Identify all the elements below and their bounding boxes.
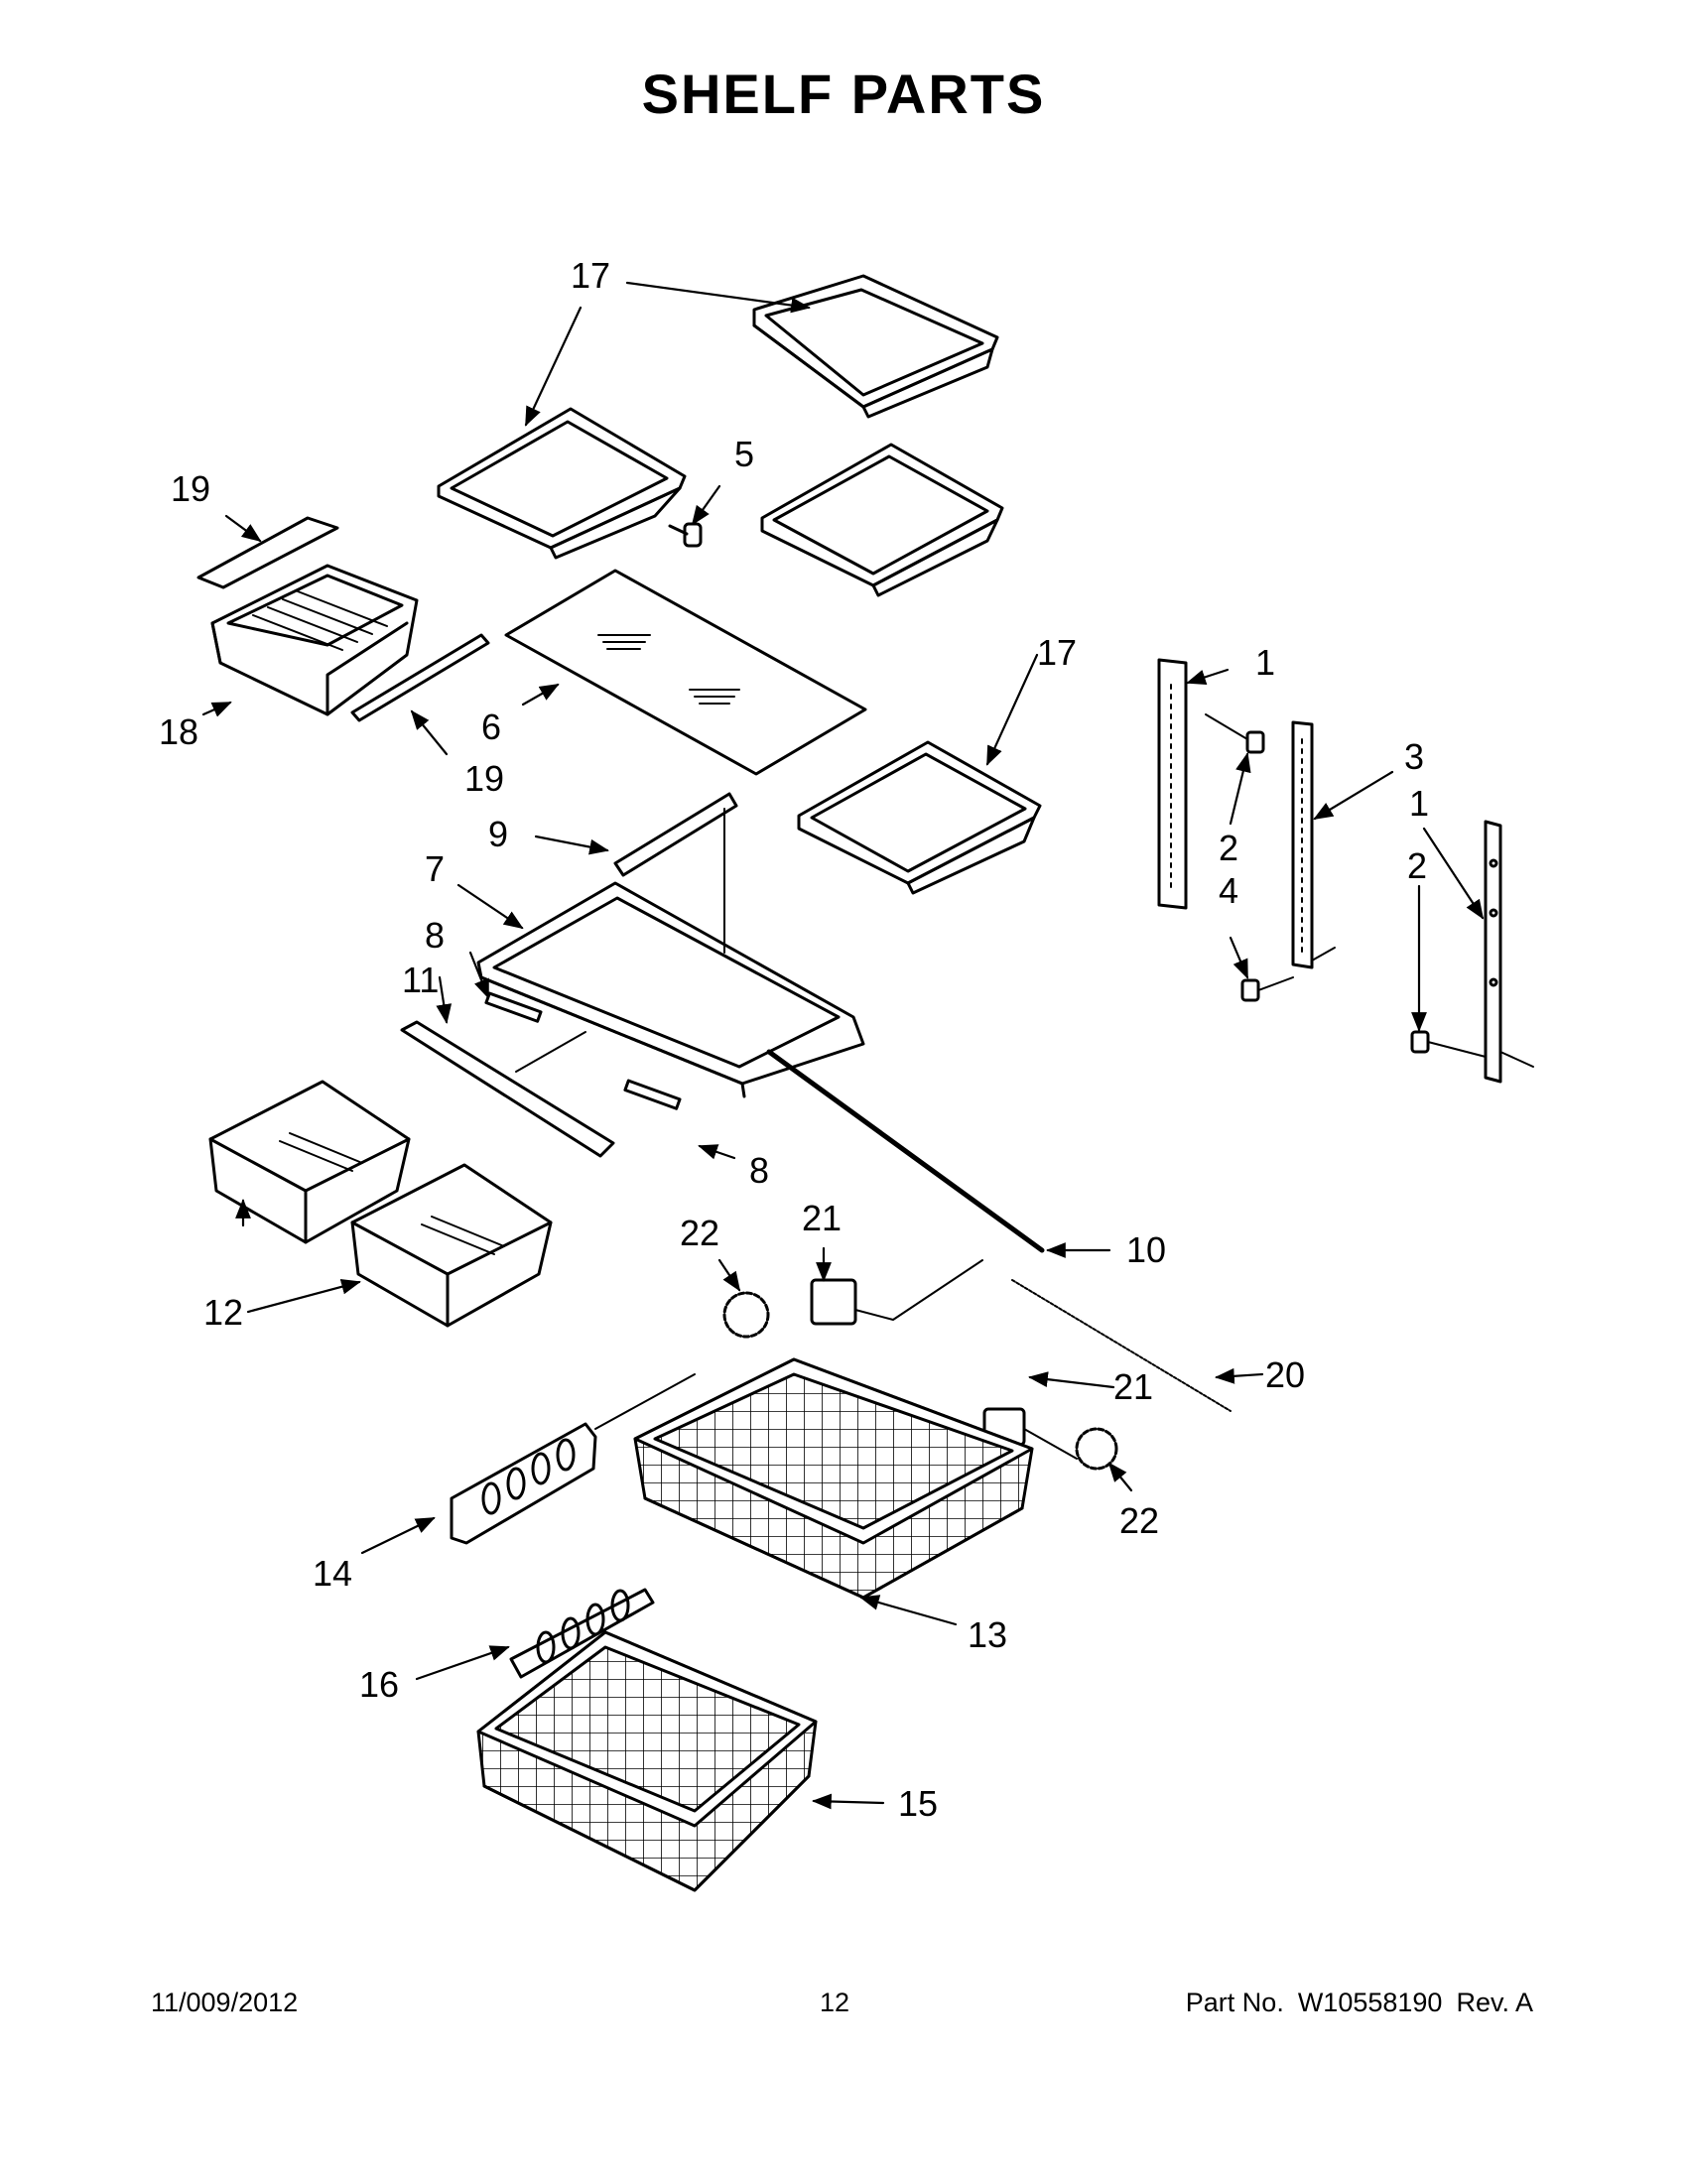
upper-shelf-right xyxy=(760,443,1004,597)
callout-21: 21 xyxy=(1113,1366,1153,1407)
support-rod xyxy=(766,1049,1045,1253)
callout-9: 9 xyxy=(488,814,508,854)
upper-shelf-top xyxy=(752,274,999,419)
crisper-cover-frame xyxy=(476,881,865,1098)
gear-22-left xyxy=(722,1291,770,1339)
callout-17: 17 xyxy=(1037,632,1077,673)
callout-2: 2 xyxy=(1407,845,1427,886)
callout-22: 22 xyxy=(680,1213,719,1253)
callout-7: 7 xyxy=(425,848,445,889)
callout-21: 21 xyxy=(802,1198,842,1238)
callout-17: 17 xyxy=(571,255,610,296)
lower-shelf xyxy=(797,740,1042,895)
callout-19: 19 xyxy=(171,468,210,509)
callout-8: 8 xyxy=(749,1150,769,1191)
callout-20: 20 xyxy=(1265,1354,1305,1395)
screw-5 xyxy=(668,522,703,548)
crisper-trim xyxy=(400,1020,615,1158)
rail-1-left xyxy=(1157,658,1188,910)
gear-22-right xyxy=(1075,1427,1118,1471)
part-number-value: W10558190 xyxy=(1297,1988,1443,2017)
wire-rod xyxy=(1011,1279,1232,1412)
basket-divider-14 xyxy=(450,1373,696,1545)
basket-divider-16 xyxy=(509,1588,655,1679)
callout-11: 11 xyxy=(402,960,439,1000)
lower-basket xyxy=(476,1630,818,1892)
callout-14: 14 xyxy=(313,1553,352,1594)
crisper-left xyxy=(208,1080,411,1244)
glass-shelf xyxy=(504,569,867,776)
slide-8-right xyxy=(623,1079,682,1110)
bracket-21-left xyxy=(810,1278,857,1326)
part-number-label: Part No. xyxy=(1185,1988,1284,2017)
footer-part-number: Part No. W10558190 Rev. A xyxy=(1186,1988,1533,2018)
callout-6: 6 xyxy=(481,707,501,747)
page-title: SHELF PARTS xyxy=(641,63,1046,125)
rail-3 xyxy=(1291,720,1336,969)
deli-drawer xyxy=(196,516,419,716)
callout-5: 5 xyxy=(734,434,754,474)
screw-2-lower xyxy=(1410,1030,1430,1054)
callout-labels: 17 17 5 19 18 19 6 1 3 1 2 4 2 9 7 8 11 … xyxy=(159,255,1429,1824)
callout-15: 15 xyxy=(898,1783,938,1824)
callout-18: 18 xyxy=(159,711,198,752)
callout-12: 12 xyxy=(203,1292,243,1333)
crisper-right xyxy=(350,1163,553,1328)
footer-page-number: 12 xyxy=(820,1988,850,2017)
revision: Rev. A xyxy=(1456,1988,1533,2017)
callout-3: 3 xyxy=(1404,736,1424,777)
screw-2-upper xyxy=(1245,730,1265,754)
callout-1: 1 xyxy=(1409,783,1429,824)
screw-4 xyxy=(1240,978,1260,1002)
callout-16: 16 xyxy=(359,1664,399,1705)
drawer-rail-right xyxy=(350,633,490,722)
callout-2: 2 xyxy=(1219,828,1238,868)
footer-date: 11/009/2012 xyxy=(151,1988,299,2017)
callout-4: 4 xyxy=(1219,870,1238,911)
upper-basket xyxy=(633,1357,1034,1600)
callout-8: 8 xyxy=(425,915,445,956)
upper-shelf-left xyxy=(437,407,687,560)
callout-1: 1 xyxy=(1255,642,1275,683)
callout-13: 13 xyxy=(968,1614,1007,1655)
rail-1-right xyxy=(1484,820,1534,1084)
callout-10: 10 xyxy=(1126,1229,1166,1270)
callout-19: 19 xyxy=(464,758,504,799)
glass-insert-clip xyxy=(613,792,738,954)
callout-22: 22 xyxy=(1119,1500,1159,1541)
